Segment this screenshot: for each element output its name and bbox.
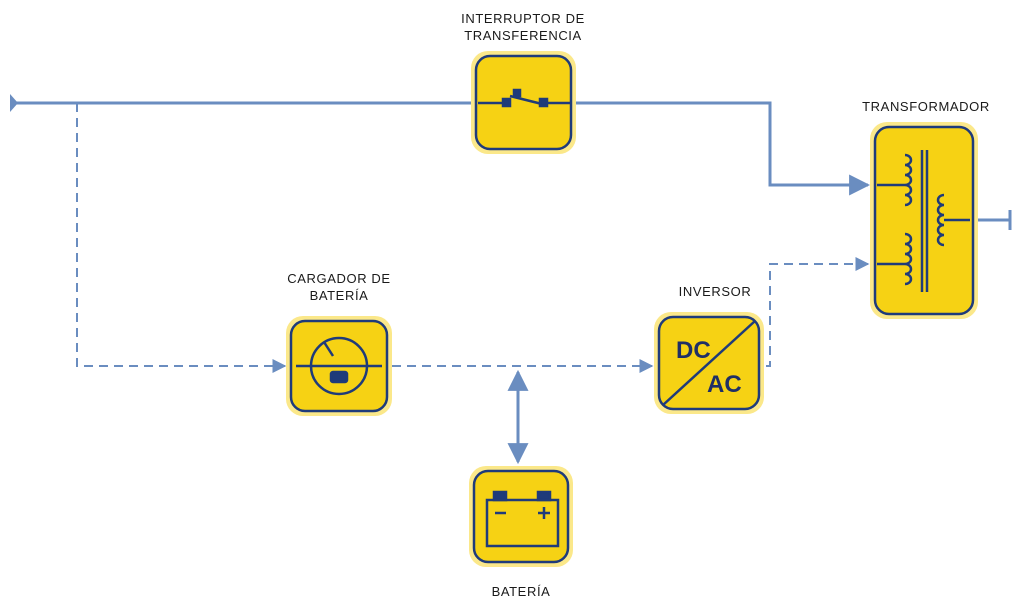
charger-label-line-2: BATERÍA — [309, 288, 369, 303]
battery-path-lines — [76, 103, 870, 373]
transfer-switch-label-line-2: TRANSFERENCIA — [464, 28, 582, 43]
charger-label-line-1: CARGADOR DE — [287, 271, 391, 286]
inverter-block: DC AC — [654, 312, 764, 414]
output-line — [976, 210, 1012, 230]
inverter-label: INVERSOR — [678, 284, 752, 299]
input-terminal-icon — [10, 94, 18, 112]
battery-icon — [485, 490, 560, 548]
charger-block — [286, 316, 392, 416]
inverter-ac-text: AC — [707, 371, 742, 398]
battery-block — [469, 466, 573, 567]
transformer-coils-icon — [877, 150, 970, 292]
transformer-label: TRANSFORMADOR — [862, 99, 990, 114]
transfer-switch-block — [471, 51, 576, 154]
transformer-block — [870, 122, 978, 319]
main-bypass-line — [14, 101, 871, 196]
switch-icon — [478, 88, 570, 108]
transfer-switch-label-line-1: INTERRUPTOR DE — [461, 11, 585, 26]
charger-label: CARGADOR DE BATERÍA — [266, 270, 412, 304]
rectifier-icon — [296, 336, 382, 396]
transfer-switch-label: INTERRUPTOR DE TRANSFERENCIA — [438, 10, 608, 44]
dc-ac-icon — [662, 320, 756, 406]
inverter-dc-text: DC — [676, 337, 711, 364]
battery-label: BATERÍA — [491, 584, 551, 599]
